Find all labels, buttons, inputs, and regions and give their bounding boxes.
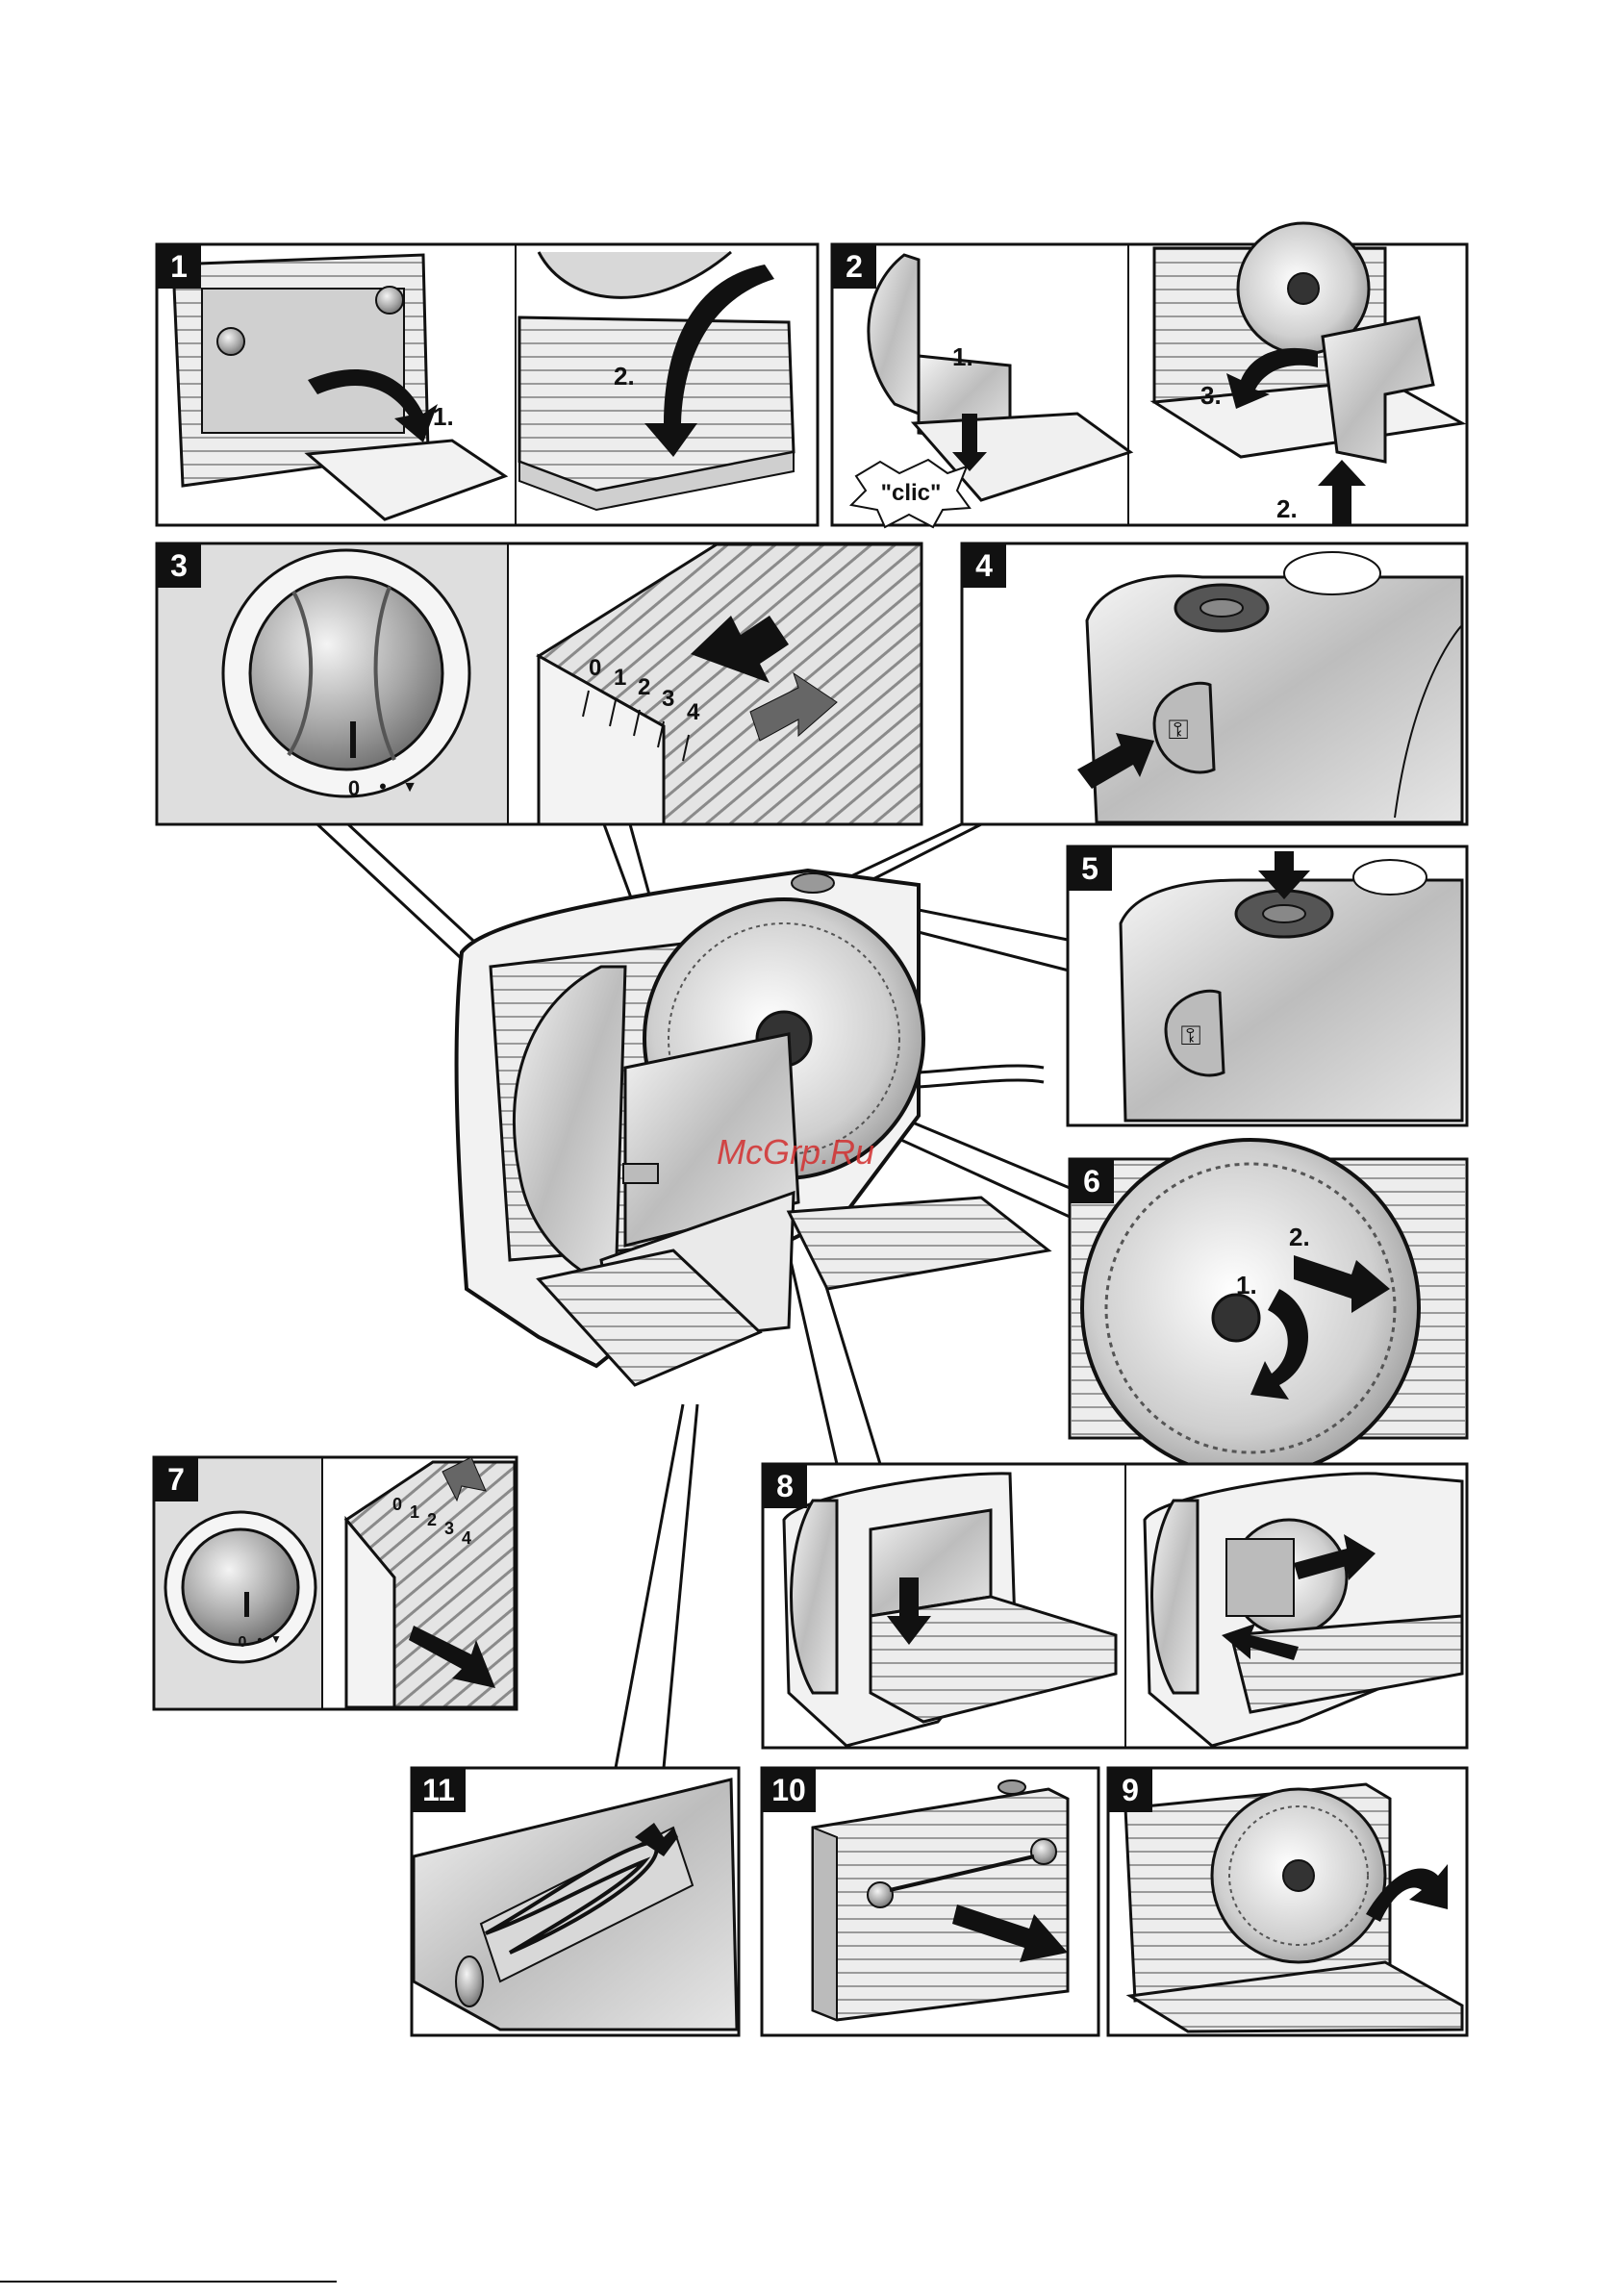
panel-number: 4 xyxy=(975,548,993,583)
panel-5: ⚿ 5 xyxy=(1068,846,1467,1125)
svg-text:0: 0 xyxy=(392,1495,402,1514)
step-label: 3. xyxy=(1200,381,1222,410)
svg-text:4: 4 xyxy=(462,1528,471,1548)
panel-number: 8 xyxy=(776,1469,794,1503)
step-label: 1. xyxy=(433,402,454,431)
key-icon: ⚿ xyxy=(1180,1021,1200,1050)
svg-text:3: 3 xyxy=(444,1519,454,1538)
step-label: 2. xyxy=(1289,1223,1310,1251)
dial-arrow: ▼ xyxy=(402,779,417,795)
panel-number: 2 xyxy=(846,249,863,284)
panel-number: 7 xyxy=(167,1462,185,1497)
svg-text:3: 3 xyxy=(662,686,674,712)
panel-4: ⚿ 4 xyxy=(962,543,1467,824)
panel-10: 10 xyxy=(762,1768,1098,2035)
panel-1: 1. 2. 1 xyxy=(157,244,818,525)
step-label: 1. xyxy=(952,342,973,371)
panel-7: 0 • ▼ 0 1 2 3 4 7 xyxy=(154,1457,517,1709)
panel-3: 0 • ▼ 0 1 2 3 4 3 xyxy=(157,543,922,824)
svg-text:1: 1 xyxy=(410,1502,419,1522)
panel-number: 11 xyxy=(422,1773,455,1807)
key-icon: ⚿ xyxy=(1168,715,1188,744)
dial-dot: • xyxy=(257,1632,263,1649)
panel-6: 1. 2. 6 xyxy=(1070,1140,1467,1476)
svg-text:1: 1 xyxy=(614,665,626,691)
panel-number: 9 xyxy=(1122,1773,1139,1807)
panel-number: 10 xyxy=(771,1773,806,1807)
panel-number: 5 xyxy=(1081,851,1098,886)
panel-9: 9 xyxy=(1108,1768,1467,2035)
svg-text:0: 0 xyxy=(589,655,601,681)
step-label: 2. xyxy=(1276,494,1298,523)
panel-11: 11 xyxy=(412,1768,739,2035)
svg-text:2: 2 xyxy=(638,674,650,700)
panel-number: 6 xyxy=(1083,1164,1100,1198)
panel-number: 3 xyxy=(170,548,188,583)
dial-arrow: ▼ xyxy=(270,1632,282,1646)
svg-text:2: 2 xyxy=(427,1510,437,1529)
thickness-dial xyxy=(223,550,469,796)
watermark: McGrp.Ru xyxy=(717,1132,874,1172)
dial-zero: 0 xyxy=(348,776,360,800)
step-label: 2. xyxy=(614,362,635,391)
dial-zero: 0 xyxy=(239,1634,247,1651)
panel-8: 8 xyxy=(763,1464,1467,1748)
panel-number: 1 xyxy=(170,249,188,284)
panel-2: 1. "clic" 3. 2. 2 xyxy=(832,223,1467,527)
step-label: 1. xyxy=(1236,1271,1257,1299)
clic-text: "clic" xyxy=(881,480,942,506)
slicer-machine xyxy=(457,870,1048,1385)
svg-text:4: 4 xyxy=(687,699,700,725)
dial-dot: • xyxy=(379,774,387,798)
